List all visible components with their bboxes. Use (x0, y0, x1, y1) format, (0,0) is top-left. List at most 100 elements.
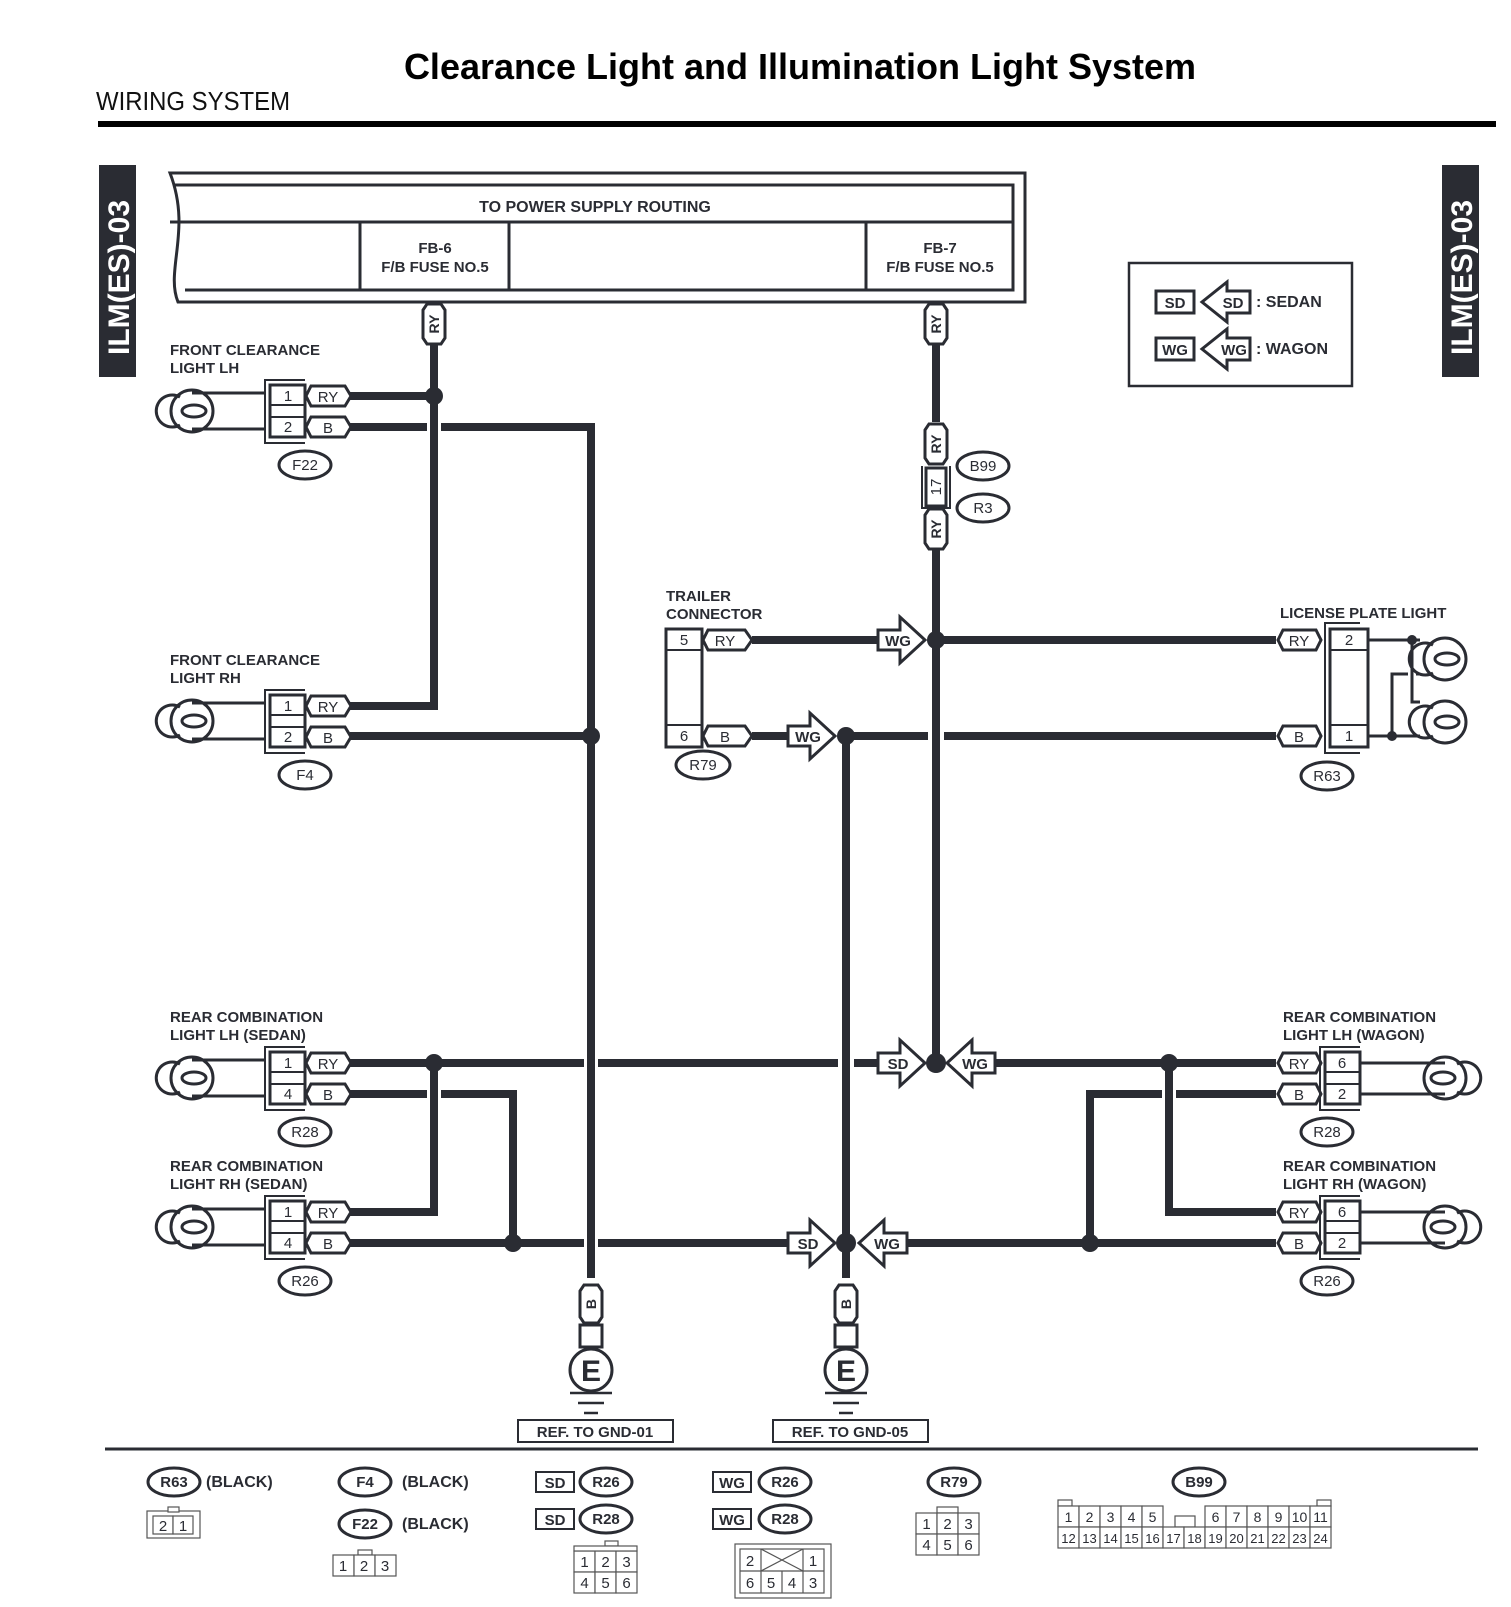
connector-r79-label: R79 (689, 757, 717, 774)
pin-number: 2 (601, 1554, 609, 1571)
arrow-wg-rear-ry: WG (944, 1036, 997, 1090)
connector-id-label: R26 (1313, 1273, 1341, 1290)
svg-text:6: 6 (746, 1575, 754, 1592)
svg-text:1: 1 (339, 1558, 347, 1575)
svg-text:RY: RY (1289, 1056, 1310, 1073)
svg-text:RY: RY (318, 1205, 339, 1222)
svg-text:2: 2 (746, 1553, 754, 1570)
svg-text:RY: RY (928, 519, 944, 539)
junction-dot (837, 727, 855, 745)
svg-text:2: 2 (284, 419, 292, 436)
svg-text:17: 17 (928, 479, 945, 496)
bulb-icon (1407, 636, 1468, 682)
legend-wagon-label: : WAGON (1256, 341, 1328, 358)
component-title-line-2: LIGHT LH (SEDAN) (170, 1027, 306, 1044)
ground-ref-label: REF. TO GND-05 (792, 1424, 908, 1441)
pin-number: 4 (580, 1575, 588, 1592)
bulb-icon (1407, 699, 1468, 745)
svg-text:B: B (323, 420, 333, 437)
component-title-line-1: REAR COMBINATION (170, 1158, 323, 1175)
pin-number: 18 (1187, 1531, 1201, 1546)
junction-dot (582, 727, 600, 745)
svg-text:(BLACK): (BLACK) (402, 1516, 469, 1533)
ground-gnd-01: B E REF. TO GND-01 (517, 1283, 674, 1443)
svg-text:RY: RY (318, 699, 339, 716)
svg-text:4: 4 (284, 1235, 292, 1252)
pin-number: 23 (1292, 1531, 1306, 1546)
connector-id-label: R28 (1313, 1124, 1341, 1141)
connector-view-wg: WG R26 WG R28 2 1 6 5 4 3 (712, 1466, 832, 1599)
variant-arrows: WG WG SD WG SD WG (786, 613, 997, 1270)
svg-text:6: 6 (680, 728, 688, 745)
component-title-line-2: LIGHT RH (SEDAN) (170, 1176, 308, 1193)
connector-r3-label: R3 (973, 500, 992, 517)
pin-number: 8 (1254, 1509, 1262, 1525)
junction-dot (1160, 1054, 1178, 1072)
fuse-fb6-name: F/B FUSE NO.5 (381, 259, 489, 276)
svg-text:4: 4 (788, 1575, 796, 1592)
svg-text:2: 2 (284, 729, 292, 746)
svg-text:F22: F22 (352, 1516, 378, 1533)
svg-text:1: 1 (284, 388, 292, 405)
wire-tag-fb7: RY (923, 302, 949, 346)
svg-text:B99: B99 (1185, 1474, 1213, 1491)
pin-number: 5 (601, 1575, 609, 1592)
side-tab-right-text: ILM(ES)-03 (1446, 200, 1479, 355)
svg-text:RY: RY (1289, 1205, 1310, 1222)
svg-text:R28: R28 (771, 1511, 799, 1528)
pin-number: 7 (1233, 1509, 1241, 1525)
pin-number: 4 (922, 1537, 930, 1554)
svg-text:2: 2 (1338, 1235, 1346, 1252)
component-title-line-2: LIGHT LH (170, 360, 239, 377)
component-title-line-2: LIGHT LH (WAGON) (1283, 1027, 1425, 1044)
svg-text:WG: WG (795, 729, 821, 746)
arrow-wg-rear-b: WG (856, 1216, 909, 1270)
wire-tag-fb6: RY (421, 302, 447, 346)
svg-text:1: 1 (284, 698, 292, 715)
svg-text:RY: RY (318, 389, 339, 406)
svg-text:6: 6 (1338, 1204, 1346, 1221)
pin-number: 5 (943, 1537, 951, 1554)
svg-text:RY: RY (1289, 633, 1310, 650)
svg-text:RY: RY (715, 633, 736, 650)
svg-text:2: 2 (159, 1518, 167, 1535)
pin-number: 5 (1149, 1509, 1157, 1525)
pin-number: 1 (1065, 1509, 1073, 1525)
svg-text:B: B (1294, 729, 1304, 746)
svg-text:B: B (323, 730, 333, 747)
component-title-line-1: REAR COMBINATION (1283, 1158, 1436, 1175)
svg-text:RY: RY (928, 434, 944, 454)
header-divider (98, 121, 1496, 127)
connector-view-r63: R63 (BLACK) 2 1 (146, 1466, 273, 1539)
svg-text:RY: RY (928, 314, 944, 334)
connector-id-label: R28 (291, 1124, 319, 1141)
component-title-line-1: FRONT CLEARANCE (170, 652, 320, 669)
svg-text:2: 2 (360, 1558, 368, 1575)
pin-number: 19 (1208, 1531, 1222, 1546)
svg-text:SD: SD (888, 1056, 909, 1073)
connector-id-label: R26 (291, 1273, 319, 1290)
svg-text:4: 4 (284, 1086, 292, 1103)
legend-box: SD SD : SEDAN WG WG : WAGON (1127, 261, 1354, 388)
pin-number: 24 (1313, 1531, 1327, 1546)
fuse-fb7-id: FB-7 (923, 240, 956, 257)
svg-text:(BLACK): (BLACK) (206, 1474, 273, 1491)
trailer-connector: TRAILER CONNECTOR 5 6 RY B R79 (664, 588, 763, 781)
pin-number: 17 (1166, 1531, 1180, 1546)
svg-text:2: 2 (1345, 632, 1353, 649)
svg-text:RY: RY (426, 314, 442, 334)
junction-dot (836, 1233, 856, 1253)
legend-sedan-label: : SEDAN (1256, 294, 1322, 311)
ground-gnd-05: B E REF. TO GND-05 (772, 1283, 929, 1443)
arrow-sd-rear-ry: SD (876, 1036, 928, 1090)
power-supply-label: TO POWER SUPPLY ROUTING (479, 199, 711, 216)
component-title-line-2: LIGHT RH (170, 670, 241, 687)
svg-text:5: 5 (767, 1575, 775, 1592)
pin-number: 9 (1275, 1509, 1283, 1525)
license-title: LICENSE PLATE LIGHT (1280, 605, 1446, 622)
bulb-icon (154, 1055, 215, 1101)
